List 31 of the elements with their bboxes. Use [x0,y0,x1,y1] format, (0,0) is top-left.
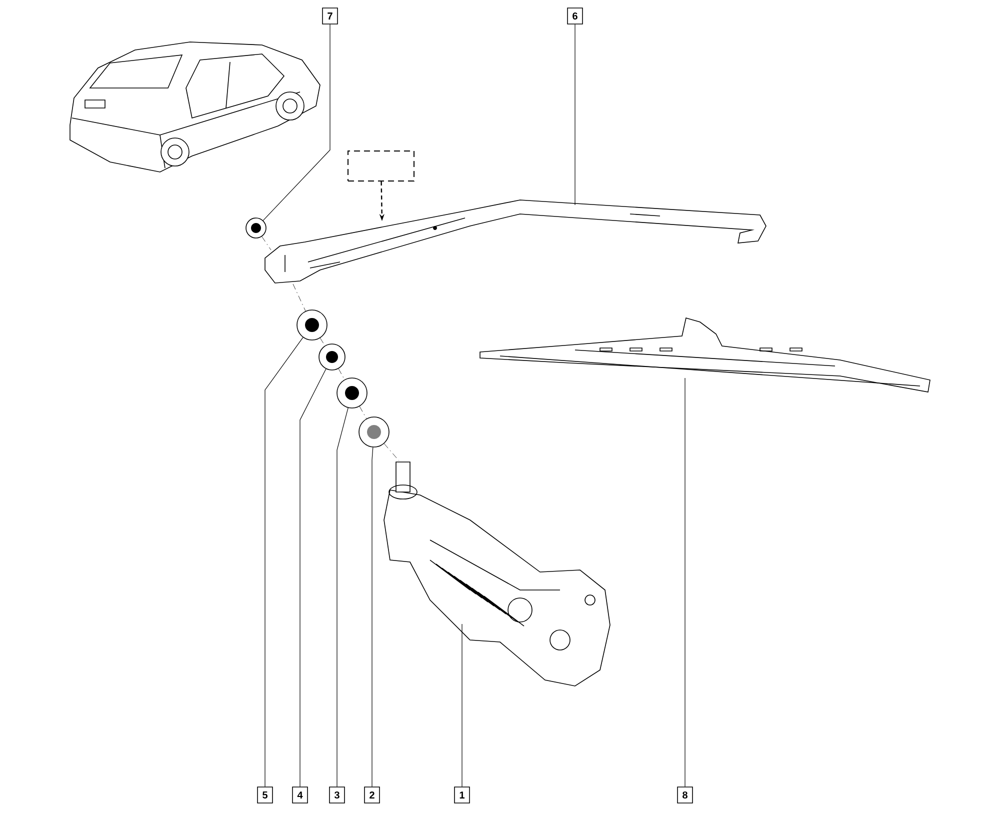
center-line [338,368,345,380]
leader-line [300,368,326,787]
leader-line [684,378,686,787]
center-line [359,406,367,419]
callout-number: 3 [329,786,345,804]
center-line [320,338,326,346]
nut-drawing [318,344,346,370]
nut-drawing [246,218,266,238]
wiper-blade-drawing [480,318,930,392]
callout-number: 8 [677,786,693,804]
leader-line [336,408,348,787]
cap-drawing [296,310,328,340]
leader-line [264,337,304,787]
callout-number: 1 [454,786,470,804]
center-line [384,443,400,461]
leader-line [372,447,374,787]
callout-number: 6 [567,8,583,24]
callout-number: 5 [257,786,273,804]
wiper-motor-drawing [384,462,610,686]
dashed-box [348,150,414,182]
center-line [292,284,306,312]
leader-line [262,24,330,221]
car-drawing [70,42,320,172]
seal-drawing [358,416,390,448]
leader-line [574,24,576,206]
callout-number: 2 [364,786,380,804]
spacer-drawing [336,378,368,408]
wiper-arm-drawing [264,200,766,284]
callout-number: 7 [322,8,338,24]
callout-number: 4 [292,786,308,804]
center-line [262,236,272,250]
